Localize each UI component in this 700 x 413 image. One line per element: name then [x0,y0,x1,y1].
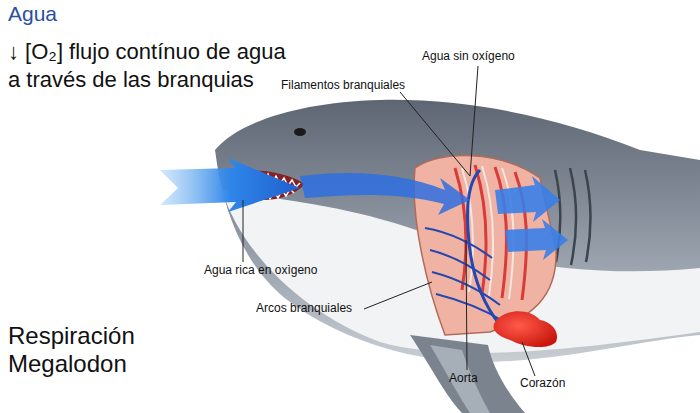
pectoral-fin [410,335,525,413]
part-label: Arcos branquiales [256,302,352,316]
gill-arches [425,228,505,322]
leader-lines [243,66,535,376]
heart-organ [493,311,557,347]
water-flow-inner [300,173,470,215]
pectoral-fin-shade [430,345,490,413]
water-inflow-arrow [160,158,300,212]
part-label: Filamentos branquiales [281,79,405,93]
part-label: Aorta [449,372,478,386]
water-outflow-arrow [495,176,560,222]
gill-slits [555,168,590,265]
shark-eye [294,128,306,136]
part-label: Agua sin oxígeno [422,50,515,64]
title-text: Agua [8,2,57,26]
water-outflow-arrow [505,219,568,260]
part-label: Agua rica en oxìgeno [204,264,317,278]
aorta-vessel [468,170,501,325]
description-text: ↓ [O₂] flujo contínuo de agua a través d… [8,38,300,93]
caption-text: Respiración Megalodon [8,322,168,377]
shark-body [215,100,700,362]
part-label: Corazón [520,377,565,391]
